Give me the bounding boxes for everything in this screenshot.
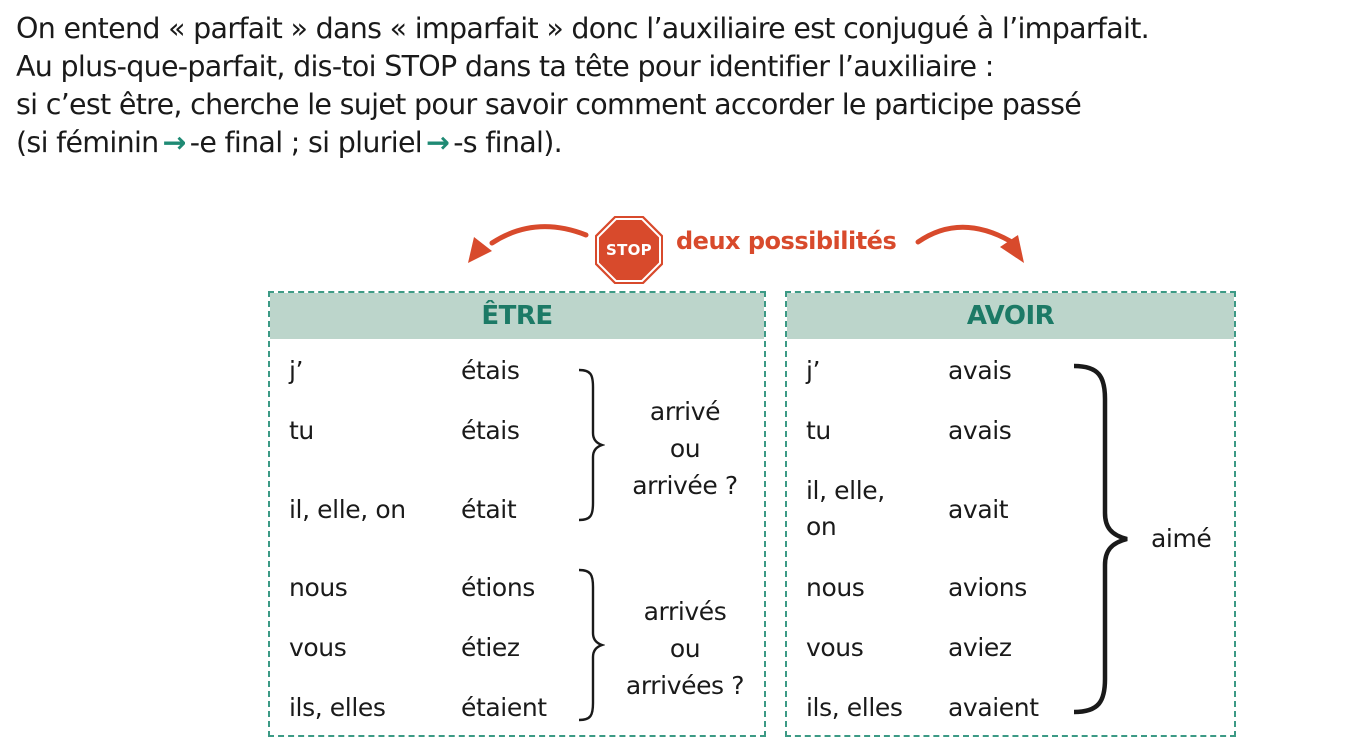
avoir-pronoun: tu: [806, 416, 831, 445]
avoir-verb: avais: [948, 416, 1012, 445]
etre-pronoun: vous: [289, 633, 347, 662]
avoir-participle: aimé: [1151, 524, 1212, 553]
stop-sign-text: STOP: [606, 241, 652, 259]
participle-plural-masc: arrivés: [643, 597, 727, 626]
participle-singular-fem: arrivée ?: [632, 471, 738, 500]
etre-verb: étais: [461, 356, 520, 385]
etre-pronoun: tu: [289, 416, 314, 445]
avoir-pronoun: nous: [806, 573, 865, 602]
stop-sign-icon: [593, 214, 665, 286]
avoir-verb: avais: [948, 356, 1012, 385]
large-right-brace-icon: [1073, 363, 1128, 715]
right-brace-icon: [578, 568, 605, 722]
avoir-pronoun: j’: [806, 356, 821, 385]
etre-verb: étaient: [461, 693, 547, 722]
intro-line-3: si c’est être, cherche le sujet pour sav…: [16, 88, 1082, 121]
etre-pronoun: nous: [289, 573, 348, 602]
avoir-panel: AVOIR j’ avais tu avais il, elle, on ava…: [785, 291, 1236, 737]
etre-pronoun: ils, elles: [289, 693, 386, 722]
participle-or: ou: [669, 634, 701, 663]
intro-line-4: (si féminin→-e final ; si pluriel→-s fin…: [16, 124, 1351, 162]
etre-pronoun: j’: [289, 356, 304, 385]
participle-singular-masc: arrivé: [649, 397, 721, 426]
participle-singular: arrivé ou arrivée ?: [600, 393, 770, 504]
etre-verb: était: [461, 495, 517, 524]
curved-arrows-icon: [468, 224, 1024, 263]
arrow-right-icon: →: [162, 126, 187, 159]
avoir-pronoun: ils, elles: [806, 693, 903, 722]
etre-panel: ÊTRE j’ étais tu étais il, elle, on étai…: [268, 291, 766, 737]
right-brace-icon: [578, 368, 605, 522]
stop-header: STOP deux possibilités: [440, 205, 1060, 286]
intro-text: On entend « parfait » dans « imparfait »…: [16, 10, 1351, 162]
intro-line-4-part-1: (si féminin: [16, 126, 159, 159]
avoir-verb: avions: [948, 573, 1027, 602]
etre-title: ÊTRE: [270, 293, 764, 339]
intro-line-1: On entend « parfait » dans « imparfait »…: [16, 12, 1150, 45]
avoir-pronoun: il, elle, on: [806, 476, 885, 541]
intro-line-2: Au plus-que-parfait, dis-toi STOP dans t…: [16, 50, 994, 83]
participle-plural-fem: arrivées ?: [625, 671, 745, 700]
stop-label: deux possibilités: [676, 227, 897, 255]
avoir-verb: aviez: [948, 633, 1012, 662]
avoir-verb: avait: [948, 495, 1009, 524]
avoir-pronoun: vous: [806, 633, 864, 662]
etre-verb: étais: [461, 416, 520, 445]
arrow-right-icon: →: [426, 126, 450, 159]
avoir-title: AVOIR: [787, 293, 1234, 339]
participle-or: ou: [669, 434, 701, 463]
intro-line-4-part-3: -s final).: [453, 126, 562, 159]
etre-verb: étiez: [461, 633, 520, 662]
etre-verb: étions: [461, 573, 535, 602]
participle-plural: arrivés ou arrivées ?: [600, 593, 770, 704]
intro-line-4-part-2: -e final ; si pluriel: [189, 126, 423, 159]
avoir-verb: avaient: [948, 693, 1039, 722]
etre-pronoun: il, elle, on: [289, 495, 406, 524]
